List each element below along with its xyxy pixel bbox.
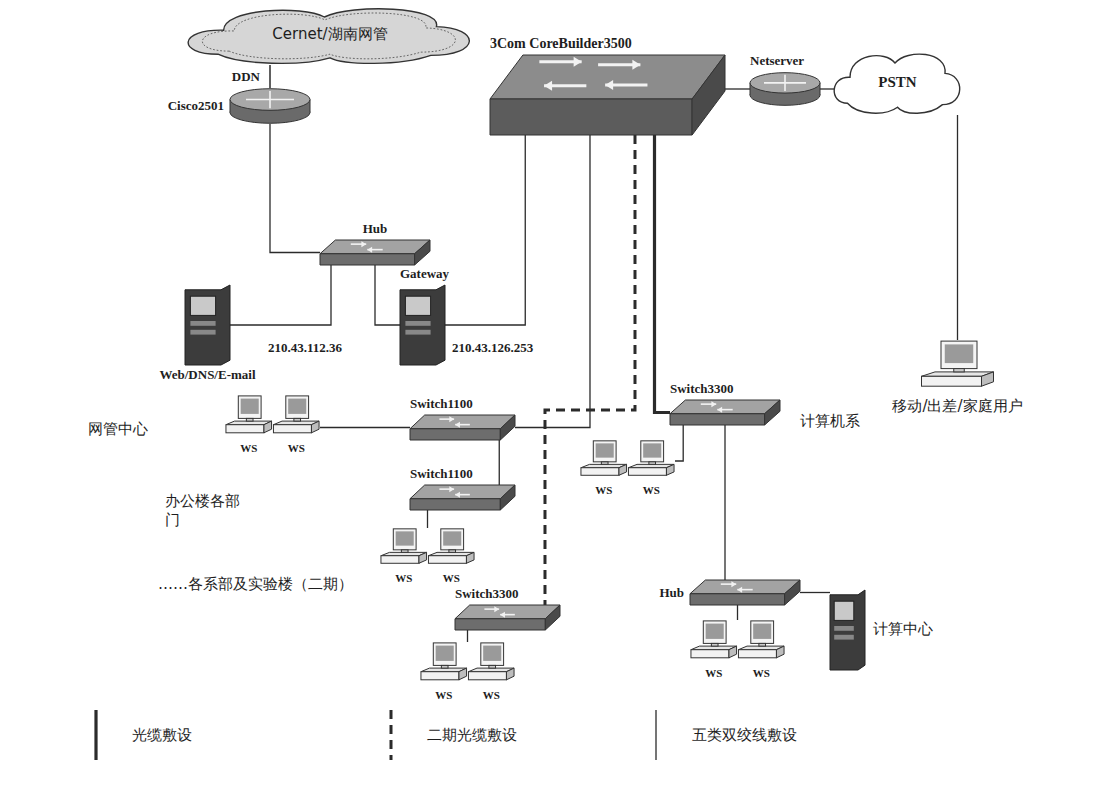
- switch-icon: Switch3300: [455, 605, 560, 630]
- pc-shape: [920, 340, 995, 395]
- pc-shape: [225, 395, 320, 440]
- slab-shape: [455, 605, 560, 630]
- legend-entry: 光缆敷设: [90, 708, 350, 764]
- cable-line: [957, 115, 958, 340]
- switch-icon: Switch1100: [410, 415, 515, 440]
- cable-line: [270, 124, 320, 253]
- pc-shape: [690, 620, 785, 665]
- device-label: Switch3300: [455, 587, 519, 602]
- cable-line: [737, 605, 738, 620]
- cable-line: [445, 135, 525, 325]
- device-label: PSTN: [878, 74, 916, 91]
- legend-entry: 五类双绞线敷设: [650, 708, 910, 764]
- network-cloud: PSTN: [835, 50, 960, 115]
- cable-line: [467, 630, 468, 642]
- workstation-label: WS: [420, 689, 468, 702]
- ip-address: 210.43.126.253: [452, 340, 533, 356]
- workstation-label: WS: [690, 667, 738, 680]
- cable-line: [375, 265, 400, 325]
- area-label: 计算机系: [800, 412, 860, 431]
- router-icon: Netserver: [750, 72, 820, 106]
- legend-line-sample: [90, 708, 102, 762]
- gateway-server: Gateway: [400, 285, 445, 365]
- device-label: Web/DNS/E-mail: [159, 368, 255, 383]
- switch-icon: Switch1100: [410, 485, 515, 510]
- workstation-label: WS: [738, 667, 786, 680]
- cable-line: [725, 88, 750, 89]
- phase2-fiber: [545, 135, 635, 605]
- workstation-pair: WSWS: [380, 528, 475, 570]
- cable-line: [230, 265, 331, 325]
- pc-shape: [580, 440, 675, 482]
- device-label: Gateway: [400, 267, 449, 282]
- router-shape: [750, 72, 820, 106]
- device-label: 3Com CoreBuilder3500: [490, 36, 632, 52]
- server-icon: Web/DNS/E-mail: [185, 285, 230, 365]
- workstation-label: WS: [273, 442, 321, 455]
- slab-shape: [670, 400, 780, 425]
- legend-text: 五类双绞线敷设: [692, 726, 797, 745]
- device-label: Switch3300: [670, 382, 734, 397]
- device-label: Hub: [659, 585, 684, 600]
- workstation-label: WS: [225, 442, 273, 455]
- hub-icon: Hub: [320, 240, 430, 265]
- cable-line: [320, 427, 410, 428]
- workstation-pair: WSWS: [690, 620, 785, 665]
- router-shape: [230, 88, 310, 124]
- server-icon: 计算中心: [830, 590, 865, 670]
- legend-text: 二期光缆敷设: [427, 726, 517, 745]
- slab-shape: [410, 415, 515, 440]
- cable-line: [820, 88, 835, 89]
- server-shape: [185, 285, 230, 365]
- area-label: ……各系部及实验楼（二期）: [158, 575, 353, 594]
- device-label: 计算中心: [873, 621, 933, 638]
- ip-address: 210.43.112.36: [268, 340, 342, 356]
- area-label: 网管中心: [88, 420, 148, 439]
- server-shape: [830, 590, 865, 670]
- pc-shape: [420, 642, 515, 687]
- core-shape: [490, 55, 725, 135]
- device-label: Hub: [363, 222, 388, 237]
- hub-icon: Hub: [690, 580, 800, 605]
- network-cloud: Cernet/湖南网管: [190, 5, 470, 65]
- device-label: Cisco2501: [168, 99, 224, 114]
- workstation-label: WS: [628, 484, 676, 497]
- server-shape: [400, 285, 445, 365]
- workstation-label: WS: [580, 484, 628, 497]
- device-label: Switch1100: [410, 397, 473, 412]
- workstation-pair: WSWS: [420, 642, 515, 687]
- router-icon: Cisco2501: [230, 88, 310, 124]
- pc-icon: 移动/出差/家庭用户: [920, 340, 995, 395]
- workstation-pair: WSWS: [225, 395, 320, 440]
- slab-shape: [320, 240, 430, 265]
- slab-shape: [410, 485, 515, 510]
- workstation-label: WS: [380, 572, 428, 585]
- device-label: 移动/出差/家庭用户: [892, 398, 1022, 415]
- area-label: 办公楼各部门: [165, 492, 246, 530]
- slab-shape: [690, 580, 800, 605]
- legend-entry: 二期光缆敷设: [385, 708, 645, 764]
- fiber-cable: [655, 135, 671, 413]
- device-label: Cernet/湖南网管: [272, 26, 387, 43]
- switch-icon: Switch3300: [670, 400, 780, 425]
- cable-line: [724, 425, 725, 580]
- legend-text: 光缆敷设: [132, 726, 192, 745]
- device-label: Switch1100: [410, 467, 473, 482]
- workstation-label: WS: [428, 572, 476, 585]
- workstation-label: WS: [468, 689, 516, 702]
- cable-line: [269, 65, 271, 88]
- core-switch: 3Com CoreBuilder3500: [490, 55, 725, 135]
- cable-line: [499, 440, 500, 485]
- legend-line-sample: [650, 708, 662, 762]
- link-label: DDN: [230, 69, 262, 85]
- cable-line: [800, 592, 830, 593]
- cable-line: [427, 510, 428, 528]
- device-label: Netserver: [750, 54, 804, 69]
- cable-line: [515, 135, 590, 428]
- legend-line-sample: [385, 708, 397, 762]
- pc-shape: [380, 528, 475, 570]
- cable-line: [675, 425, 683, 461]
- workstation-pair: WSWS: [580, 440, 675, 482]
